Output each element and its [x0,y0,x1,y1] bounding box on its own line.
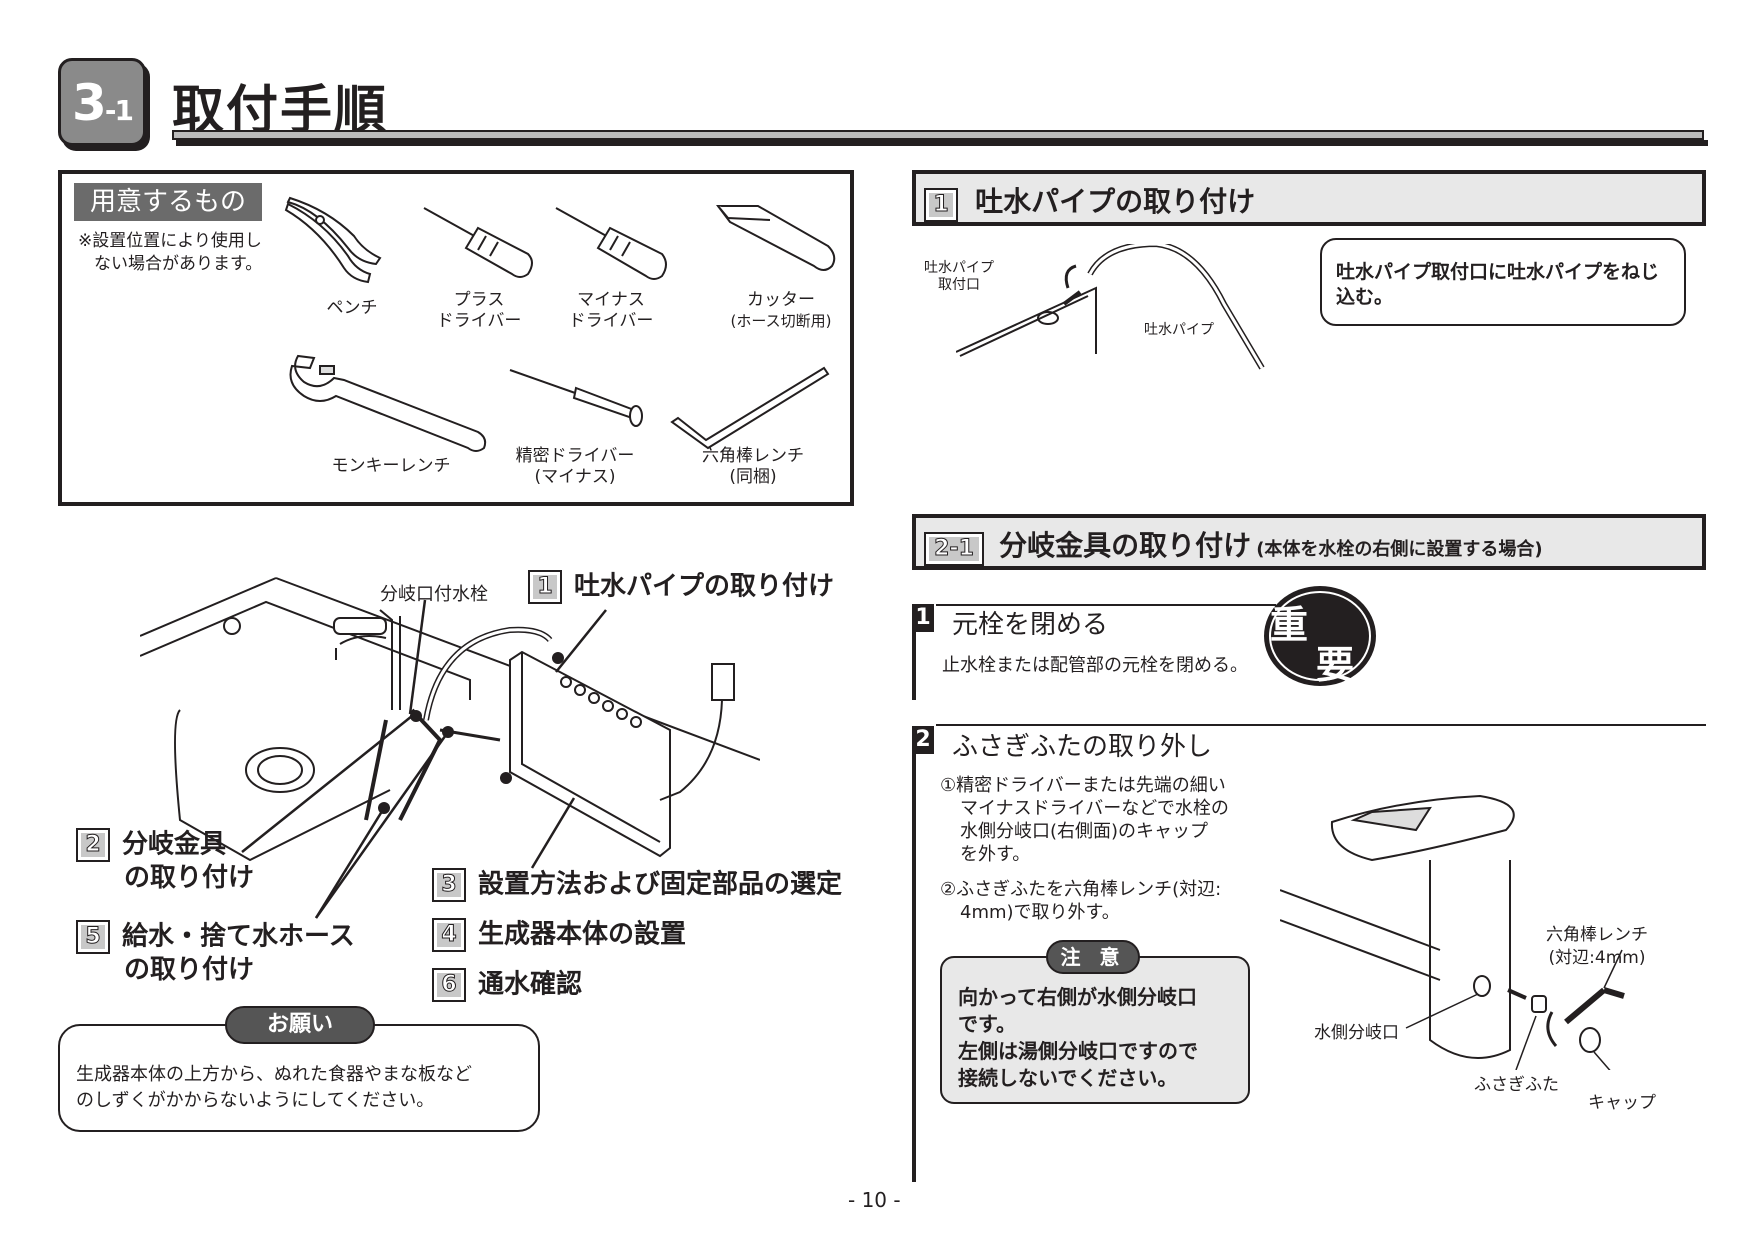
spout-pipe-label: 吐水パイプ [1144,322,1214,338]
faucet-cap-removal-illustration [1280,794,1625,1070]
title-rule-shadow [176,140,1708,146]
important-badge [1264,586,1376,686]
step2-title: 2-1 分岐金具の取り付け (本体を水栓の右側に設置する場合) [924,524,1543,566]
tool-caption-adjustable-wrench: モンキーレンチ [331,456,451,476]
spout-pipe-illustration [956,244,1265,370]
substep1-title: 元栓を閉める [952,610,1109,640]
hex-key-label: 六角棒レンチ(対辺:4mm) [1546,925,1648,968]
hex-key-icon [670,366,830,450]
substep1-bar [912,604,916,700]
tools-note: ※設置位置により使用し ない場合があります。 [78,230,262,276]
substep2-number: 2 [912,726,934,754]
important-char-2: 要 [1316,643,1355,687]
substep1-body: 止水栓または配管部の元栓を閉める。 [942,655,1248,676]
substep2-title: ふさぎふたの取り外し [952,732,1213,762]
request-text-line: 生成器本体の上方から、ぬれた食器やまな板など [76,1064,472,1085]
tools-panel [58,170,854,506]
caution-label: 注 意 [1046,940,1140,974]
step2-header [912,514,1706,570]
plug-cover-label: ふさぎふた [1474,1075,1559,1095]
substep1-rule [936,604,1276,606]
tool-caption-pliers: ペンチ [326,298,378,318]
water-port-label: 水側分岐口 [1314,1023,1399,1043]
precision-screwdriver-icon [509,369,643,427]
cap-label: キャップ [1588,1093,1656,1113]
tool-caption-minus-screwdriver: マイナスドライバー [568,290,654,331]
screwdriver-minus-icon [555,207,667,280]
tool-caption-cutter: カッター(ホース切断用) [730,290,832,330]
adjustable-wrench-icon [289,354,487,452]
pliers-icon [284,196,382,284]
tools-note-line: ※設置位置により使用し [78,231,262,251]
screwdriver-plus-icon [423,207,533,278]
tools-note-line: ない場合があります。 [94,254,263,274]
step1-instruction: 吐水パイプ取付口に吐水パイプをねじ込む。 [1320,238,1686,326]
title-rule [172,130,1704,140]
important-char-1: 重 [1270,603,1309,647]
page-number: - 10 - [848,1188,901,1212]
substep1-number: 1 [912,604,934,632]
cutter-knife-icon [716,205,836,271]
faucet-label: 分岐口付水栓 [380,584,488,605]
tools-label: 用意するもの [74,183,262,221]
step1-title: 1 吐水パイプの取り付け [924,180,1255,222]
installation-overview-illustration [140,577,760,862]
section-number-badge: 3-1 [58,58,146,146]
caution-box: 向かって右側が水側分岐口 です。 左側は湯側分岐口ですので 接続しないでください… [940,956,1250,1104]
substep2-instruction-2: ②ふさぎふたを六角棒レンチ(対辺: 4mm)で取り外す。 [940,879,1222,923]
spout-port-label: 吐水パイプ取付口 [924,260,994,293]
request-text-line: のしずくがかからないようにしてください。 [76,1090,435,1111]
step1-header [912,170,1706,226]
substep2-rule [936,724,1706,726]
substep2-instruction-1: ①精密ドライバーまたは先端の細い マイナスドライバーなどで水栓の 水側分岐口(右… [940,775,1229,865]
tools-illustrations [284,196,836,452]
request-label: お願い [225,1006,375,1044]
tool-caption-plus-screwdriver: プラスドライバー [436,290,522,331]
tool-caption-hex-key: 六角棒レンチ(同梱) [702,446,804,487]
tool-caption-precision-screwdriver: 精密ドライバー(マイナス) [515,446,635,487]
substep2-bar [912,726,916,1182]
